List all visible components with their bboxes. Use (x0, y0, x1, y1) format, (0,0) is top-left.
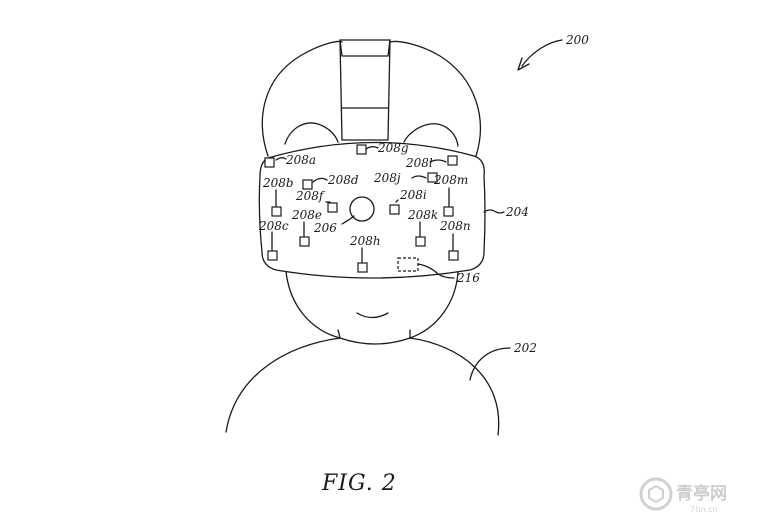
right-ear (403, 123, 459, 147)
leader-216 (417, 263, 455, 279)
watermark-text: 青亭网 (676, 483, 727, 504)
sensor-208a (264, 157, 275, 168)
label-208c: 208c (258, 219, 289, 233)
sensor-208f (327, 202, 338, 213)
label-208b: 208b (262, 176, 294, 190)
label-202: 202 (513, 341, 537, 355)
label-208m: 208m (433, 173, 468, 187)
label-208k: 208k (407, 208, 438, 222)
visor-outline (258, 141, 486, 279)
label-208a: 208a (285, 153, 316, 167)
label-208d: 208d (327, 173, 359, 187)
watermark-logo-hex-icon (648, 484, 664, 504)
leader-208d (312, 177, 328, 183)
label-208n: 208n (439, 219, 471, 233)
sensor-208b (271, 206, 282, 217)
watermark-logo-icon (639, 477, 673, 511)
leader-208i (395, 199, 399, 203)
neck-outline (337, 329, 411, 340)
arrow-200 (521, 39, 563, 67)
processor-216-box (397, 257, 419, 272)
leader-208l (429, 159, 447, 163)
label-206: 206 (313, 221, 337, 235)
label-208f: 208f (295, 189, 326, 203)
sensor-208n (448, 250, 459, 261)
leader-208g (365, 146, 379, 150)
arrow-200-head (517, 57, 530, 71)
leader-208j (411, 175, 427, 179)
label-208l: 208l (405, 156, 433, 170)
sensor-208d (302, 179, 313, 190)
label-204: 204 (505, 205, 529, 219)
sensor-208c (267, 250, 278, 261)
face-outline (285, 271, 459, 345)
label-208g: 208g (377, 141, 409, 155)
sensor-208e (299, 236, 310, 247)
sensor-208k (415, 236, 426, 247)
label-208j: 208j (373, 171, 401, 185)
sensor-208j (427, 172, 438, 183)
figure-caption: FIG. 2 (321, 471, 397, 496)
sensor-208i (389, 204, 400, 215)
hair-outline (261, 40, 482, 157)
label-208e: 208e (291, 208, 322, 222)
sensor-208g (356, 144, 367, 155)
watermark: 青亭网 7tin.cn (639, 477, 727, 514)
label-208h: 208h (349, 234, 381, 248)
leader-206 (341, 215, 355, 225)
label-208i: 208i (399, 188, 427, 202)
label-200: 200 (565, 33, 589, 47)
head-strap-buckle (339, 39, 391, 57)
left-ear (284, 122, 339, 145)
center-target-206 (349, 196, 375, 222)
head-strap (339, 39, 391, 141)
label-216: 216 (456, 271, 480, 285)
leader-208a (275, 157, 287, 161)
watermark-subtext: 7tin.cn (690, 505, 718, 514)
leader-204 (483, 209, 505, 214)
sensor-208l (447, 155, 458, 166)
leader-202 (469, 347, 511, 381)
torso-outline (225, 337, 500, 436)
chin-mark (356, 312, 389, 319)
sensor-208h (357, 262, 368, 273)
sensor-208m (443, 206, 454, 217)
